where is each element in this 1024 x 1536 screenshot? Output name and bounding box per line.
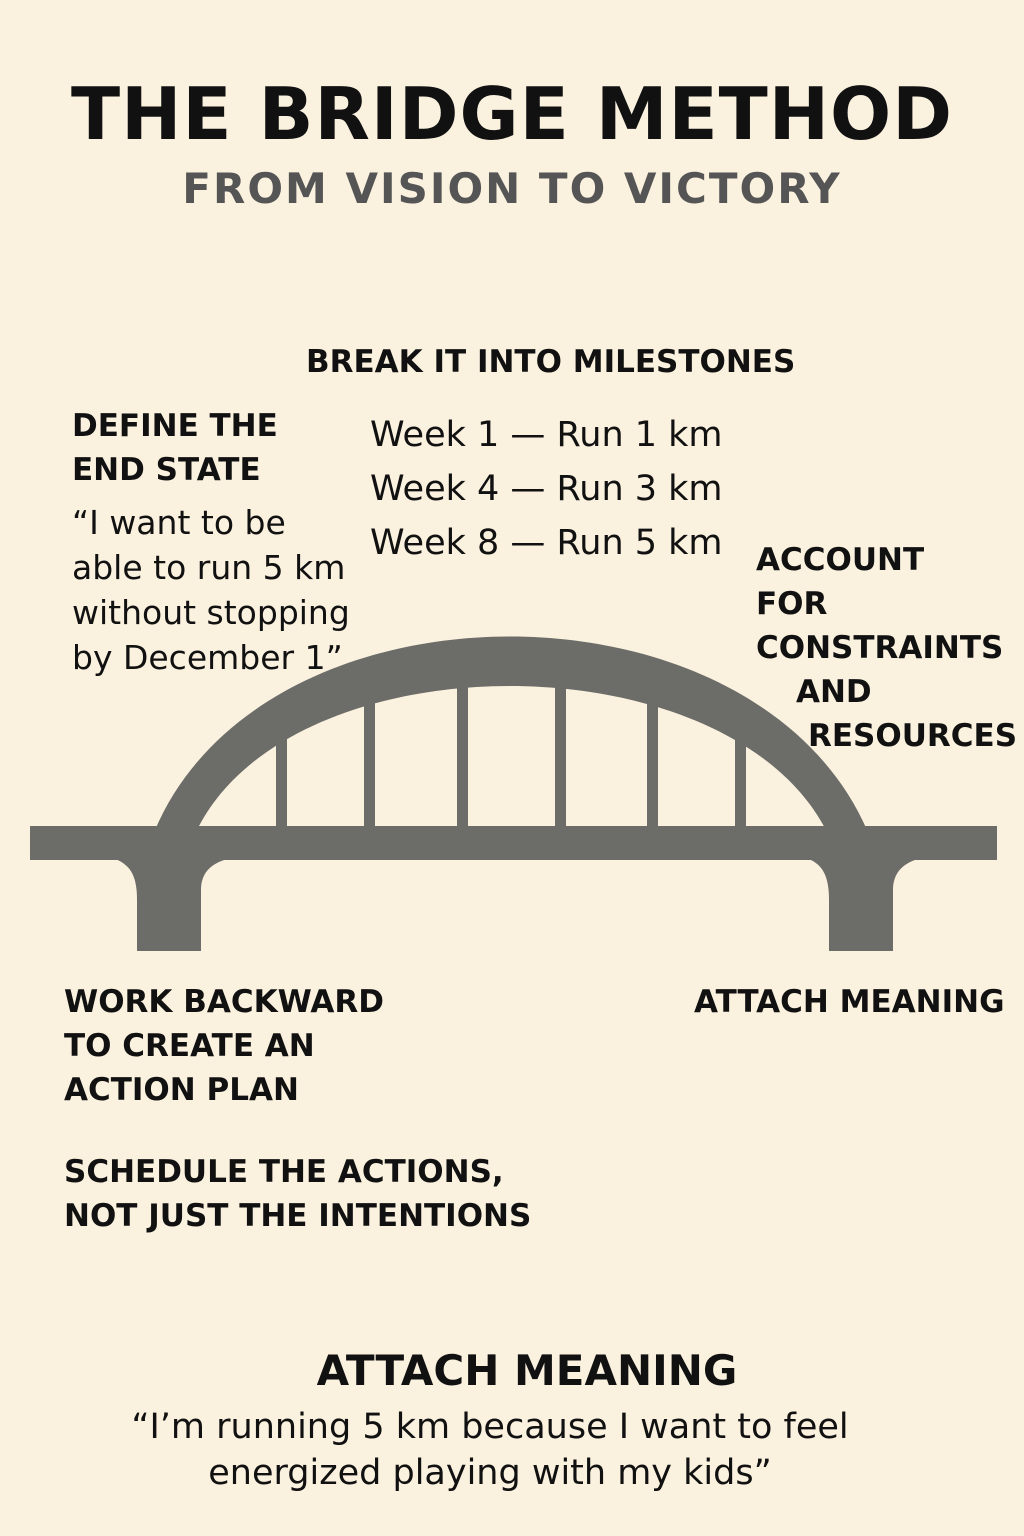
quote-line: energized playing with my kids” <box>208 1453 772 1493</box>
heading-line: SCHEDULE THE ACTIONS, <box>64 1154 504 1190</box>
milestone-item: Week 4 — Run 3 km <box>370 469 723 509</box>
milestones-heading: BREAK IT INTO MILESTONES <box>306 344 796 380</box>
heading-line: CONSTRAINTS <box>756 630 1004 666</box>
heading-line: AND <box>796 674 872 710</box>
bridge-hanger <box>555 652 566 830</box>
bridge-pier-right <box>806 858 922 951</box>
page-title: THE BRIDGE METHOD <box>70 72 954 156</box>
heading-line: NOT JUST THE INTENTIONS <box>64 1198 532 1234</box>
bridge-hanger <box>457 652 468 830</box>
define-end-state-heading: DEFINE THE END STATE <box>72 404 278 492</box>
bridge-arch <box>155 636 867 830</box>
heading-line: ACTION PLAN <box>64 1072 299 1108</box>
bridge-hanger <box>364 676 375 830</box>
bridge-hanger <box>647 676 658 830</box>
quote-line: “I want to be <box>72 503 286 542</box>
quote-line: able to run 5 km <box>72 548 346 587</box>
heading-line: DEFINE THE <box>72 408 278 444</box>
bridge-hanger <box>276 728 287 830</box>
quote-line: without stopping <box>72 593 350 632</box>
heading-line: END STATE <box>72 452 261 488</box>
bridge-pier-left <box>112 858 232 951</box>
schedule-heading: SCHEDULE THE ACTIONS, NOT JUST THE INTEN… <box>64 1150 531 1238</box>
attach-meaning-label: ATTACH MEANING <box>694 984 1005 1020</box>
milestones-list: Week 1 — Run 1 km Week 4 — Run 3 km Week… <box>370 408 723 570</box>
attach-meaning-heading: ATTACH MEANING <box>316 1346 738 1395</box>
quote-line: by December 1” <box>72 638 343 677</box>
constraints-heading: ACCOUNT FOR CONSTRAINTS AND RESOURCES <box>756 538 1017 758</box>
heading-line: WORK BACKWARD <box>64 984 385 1020</box>
end-state-quote: “I want to be able to run 5 km without s… <box>72 500 350 680</box>
heading-line: TO CREATE AN <box>64 1028 315 1064</box>
page-subtitle: FROM VISION TO VICTORY <box>182 164 842 213</box>
quote-line: “I’m running 5 km because I want to feel <box>131 1407 849 1447</box>
bridge-deck <box>30 826 997 860</box>
heading-line: RESOURCES <box>808 718 1018 754</box>
bridge-hanger <box>735 728 746 830</box>
attach-meaning-quote: “I’m running 5 km because I want to feel… <box>0 1404 980 1496</box>
work-backward-heading: WORK BACKWARD TO CREATE AN ACTION PLAN <box>64 980 384 1112</box>
milestone-item: Week 1 — Run 1 km <box>370 415 723 455</box>
bridge-structure <box>30 636 997 951</box>
milestone-item: Week 8 — Run 5 km <box>370 523 723 563</box>
heading-line: ACCOUNT <box>756 542 925 578</box>
heading-line: FOR <box>756 586 828 622</box>
